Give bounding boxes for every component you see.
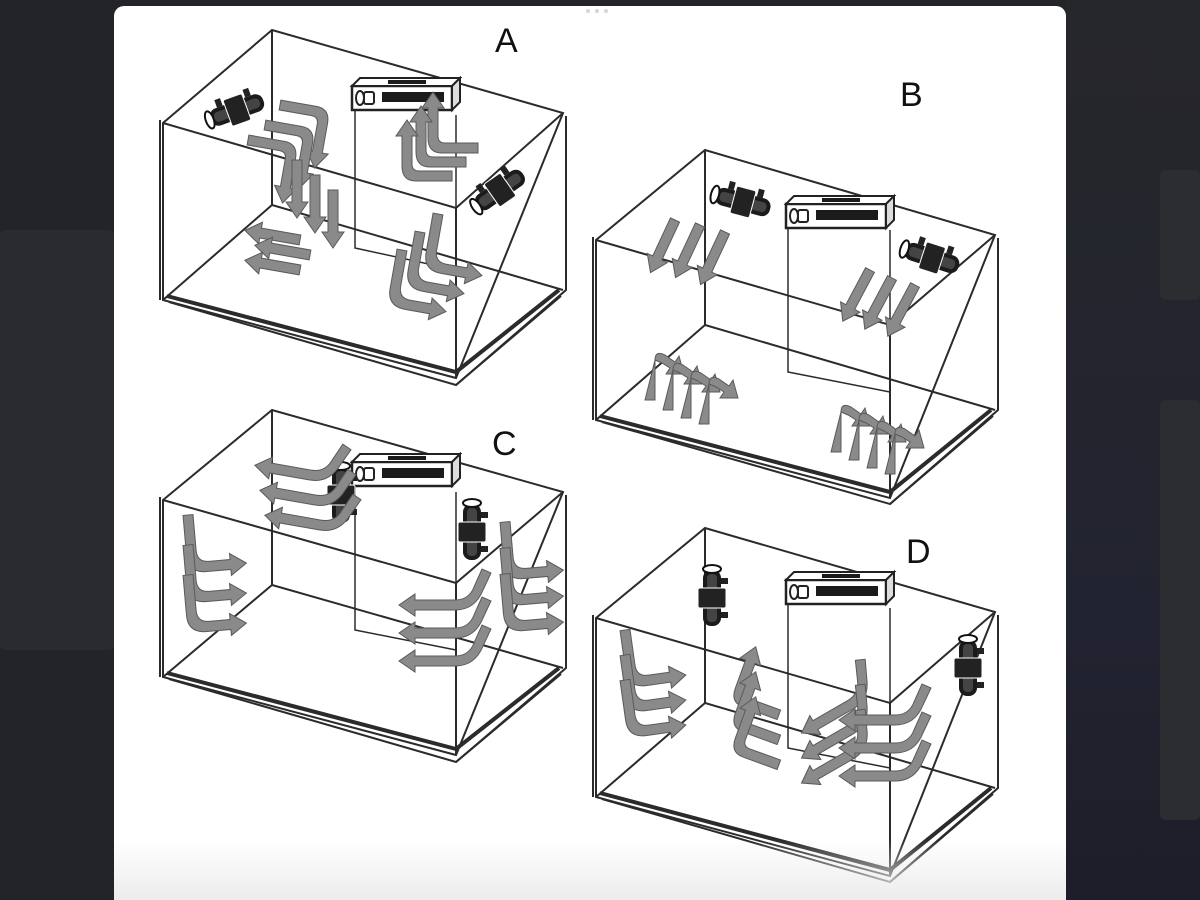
aquarium-flow-diagram: A [159,22,999,884]
panel-a-tank [159,28,567,387]
panel-label-b: B [900,76,923,114]
panel-label-c: C [492,425,517,463]
image-viewer-modal[interactable]: A [114,6,1066,900]
modal-bottom-fade [114,840,1066,900]
panel-label-a: A [495,22,518,60]
panel-d-tank [592,526,999,884]
panel-c-tank [159,408,567,764]
drag-handle[interactable] [586,9,608,13]
background-card [0,230,114,650]
background-card [1160,400,1200,820]
panel-label-d: D [906,533,931,571]
background-card [1160,170,1200,300]
panel-b-tank [592,148,999,506]
